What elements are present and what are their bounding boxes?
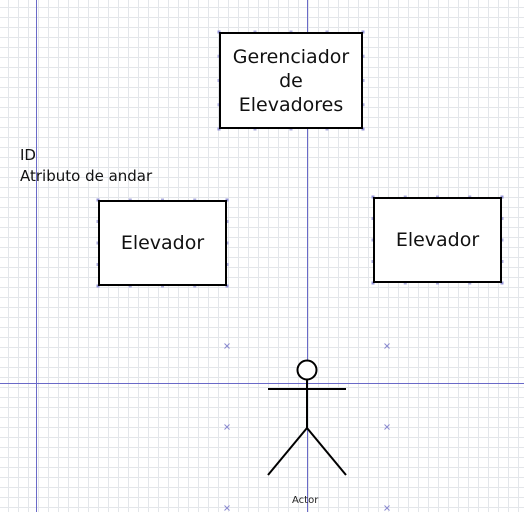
actor-head	[296, 359, 318, 381]
selection-handle	[289, 127, 293, 131]
guide-line-vertical-left	[36, 0, 37, 512]
selection-handle	[371, 281, 375, 285]
selection-handle	[468, 281, 472, 285]
connection-marker	[224, 343, 230, 349]
selection-handle	[500, 195, 504, 199]
manager-box[interactable]: Gerenciador de Elevadores	[219, 32, 363, 129]
selection-handle	[500, 217, 504, 220]
selection-handle	[225, 284, 229, 288]
selection-handle	[361, 127, 365, 131]
elevator-box-left[interactable]: Elevador	[98, 200, 227, 286]
selection-handle	[217, 127, 221, 131]
actor-left-leg	[267, 427, 308, 476]
actor-right-leg	[306, 427, 347, 476]
selection-handle	[161, 284, 164, 288]
elevator-box-right[interactable]: Elevador	[373, 197, 502, 283]
selection-handle	[253, 127, 257, 131]
selection-handle	[361, 54, 365, 58]
selection-handle	[225, 220, 229, 223]
attribute-note-floor: Atributo de andar	[20, 167, 153, 185]
guide-line-horizontal	[0, 383, 524, 384]
selection-handle	[500, 238, 504, 242]
elevator-box-left-label: Elevador	[120, 232, 205, 254]
selection-handle	[128, 284, 132, 288]
selection-handle	[325, 127, 329, 131]
selection-handle	[225, 263, 229, 266]
connection-marker	[384, 505, 390, 511]
selection-handle	[361, 79, 365, 82]
connection-marker	[224, 505, 230, 511]
selection-handle	[403, 281, 407, 285]
connection-marker	[384, 343, 390, 349]
selection-handle	[500, 281, 504, 285]
elevator-box-right-label: Elevador	[395, 229, 480, 251]
attribute-note-id: ID	[20, 146, 36, 164]
manager-box-label: Gerenciador de Elevadores	[232, 45, 350, 116]
attribute-note[interactable]: ID Atributo de andar	[20, 145, 152, 187]
selection-handle	[225, 198, 229, 202]
actor-label[interactable]: Actor	[292, 495, 319, 506]
selection-handle	[96, 284, 100, 288]
selection-handle	[500, 260, 504, 263]
selection-handle	[361, 103, 365, 107]
connection-marker	[384, 424, 390, 430]
selection-handle	[193, 284, 197, 288]
connection-marker	[224, 424, 230, 430]
selection-handle	[436, 281, 439, 285]
selection-handle	[361, 30, 365, 34]
selection-handle	[225, 241, 229, 245]
guide-line-vertical-center	[307, 0, 308, 512]
